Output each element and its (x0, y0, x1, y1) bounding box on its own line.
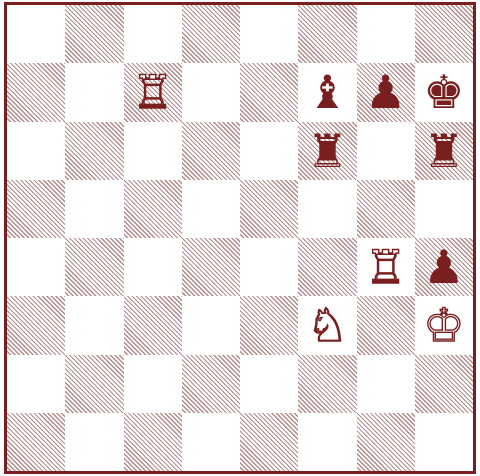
square-e4[interactable] (240, 238, 298, 296)
square-a6[interactable] (7, 122, 65, 180)
square-c6[interactable] (124, 122, 182, 180)
chess-board[interactable]: ♖ ♝ ♟ ♚ ♜ ♜ ♖ ♟ ♘ ♔ (7, 5, 473, 471)
black-pawn-icon[interactable]: ♟ (365, 69, 406, 115)
square-c3[interactable] (124, 296, 182, 354)
square-f4[interactable] (298, 238, 356, 296)
square-b3[interactable] (65, 296, 123, 354)
square-a4[interactable] (7, 238, 65, 296)
square-b1[interactable] (65, 413, 123, 471)
square-f2[interactable] (298, 355, 356, 413)
square-e2[interactable] (240, 355, 298, 413)
square-c5[interactable] (124, 180, 182, 238)
square-b7[interactable] (65, 63, 123, 121)
square-a8[interactable] (7, 5, 65, 63)
square-g5[interactable] (357, 180, 415, 238)
square-a7[interactable] (7, 63, 65, 121)
square-b8[interactable] (65, 5, 123, 63)
square-g6[interactable] (357, 122, 415, 180)
square-e5[interactable] (240, 180, 298, 238)
square-d2[interactable] (182, 355, 240, 413)
square-h8[interactable] (415, 5, 473, 63)
square-e6[interactable] (240, 122, 298, 180)
square-d6[interactable] (182, 122, 240, 180)
square-f6[interactable]: ♜ (298, 122, 356, 180)
square-h2[interactable] (415, 355, 473, 413)
square-g8[interactable] (357, 5, 415, 63)
square-e3[interactable] (240, 296, 298, 354)
white-knight-icon[interactable]: ♘ (307, 302, 348, 348)
square-c8[interactable] (124, 5, 182, 63)
square-e8[interactable] (240, 5, 298, 63)
square-a2[interactable] (7, 355, 65, 413)
black-rook-icon[interactable]: ♜ (307, 128, 348, 174)
square-g2[interactable] (357, 355, 415, 413)
square-b4[interactable] (65, 238, 123, 296)
square-d7[interactable] (182, 63, 240, 121)
square-c2[interactable] (124, 355, 182, 413)
square-d5[interactable] (182, 180, 240, 238)
square-d1[interactable] (182, 413, 240, 471)
square-a5[interactable] (7, 180, 65, 238)
square-g7[interactable]: ♟ (357, 63, 415, 121)
square-h1[interactable] (415, 413, 473, 471)
square-h3[interactable]: ♔ (415, 296, 473, 354)
square-f5[interactable] (298, 180, 356, 238)
black-rook-icon[interactable]: ♜ (423, 128, 464, 174)
black-king-icon[interactable]: ♚ (423, 69, 464, 115)
square-f3[interactable]: ♘ (298, 296, 356, 354)
square-e7[interactable] (240, 63, 298, 121)
white-rook-icon[interactable]: ♖ (365, 244, 406, 290)
square-b6[interactable] (65, 122, 123, 180)
square-c4[interactable] (124, 238, 182, 296)
square-d4[interactable] (182, 238, 240, 296)
square-h4[interactable]: ♟ (415, 238, 473, 296)
square-g1[interactable] (357, 413, 415, 471)
white-rook-icon[interactable]: ♖ (132, 69, 173, 115)
square-c1[interactable] (124, 413, 182, 471)
square-g3[interactable] (357, 296, 415, 354)
square-f7[interactable]: ♝ (298, 63, 356, 121)
square-b2[interactable] (65, 355, 123, 413)
square-h7[interactable]: ♚ (415, 63, 473, 121)
square-h6[interactable]: ♜ (415, 122, 473, 180)
white-king-icon[interactable]: ♔ (423, 302, 464, 348)
square-g4[interactable]: ♖ (357, 238, 415, 296)
square-h5[interactable] (415, 180, 473, 238)
square-a3[interactable] (7, 296, 65, 354)
square-c7[interactable]: ♖ (124, 63, 182, 121)
square-f8[interactable] (298, 5, 356, 63)
square-f1[interactable] (298, 413, 356, 471)
square-b5[interactable] (65, 180, 123, 238)
chess-board-frame: ♖ ♝ ♟ ♚ ♜ ♜ ♖ ♟ ♘ ♔ (4, 2, 476, 474)
square-d8[interactable] (182, 5, 240, 63)
black-pawn-icon[interactable]: ♟ (423, 244, 464, 290)
black-bishop-icon[interactable]: ♝ (307, 69, 348, 115)
square-d3[interactable] (182, 296, 240, 354)
square-e1[interactable] (240, 413, 298, 471)
square-a1[interactable] (7, 413, 65, 471)
